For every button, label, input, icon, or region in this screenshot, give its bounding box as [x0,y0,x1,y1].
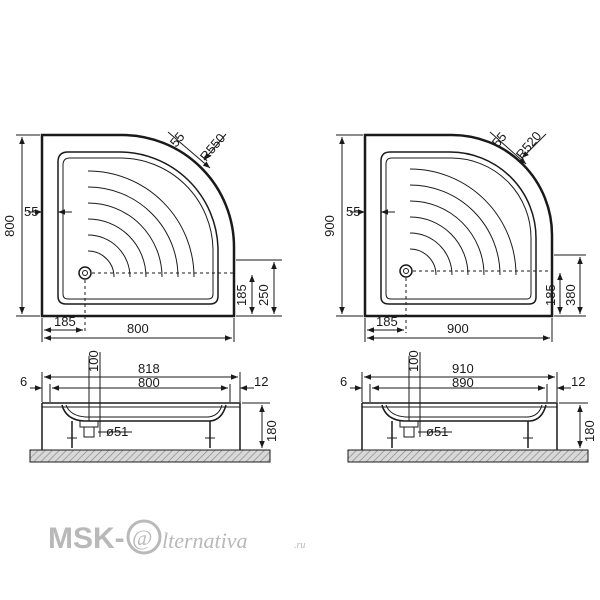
right-section-drain-diameter-label: ø51 [426,424,448,439]
watermark-tld: .ru [294,540,305,551]
left-drain-pipe [79,420,99,438]
left-section-left-gap-label: 6 [20,374,27,389]
right-drain-icon [399,264,413,278]
right-basin-inner [385,157,532,300]
watermark-at: @ [132,525,152,550]
right-plan-drain-x-label: 185 [376,314,398,329]
watermark-name: lternativa [162,528,248,553]
right-section-outer-width-label: 910 [452,361,474,376]
right-plan-height-label: 900 [322,215,337,237]
right-tray-legs [387,421,533,448]
right-section-right-gap-label: 12 [571,374,585,389]
right-plan-rim-side-label: 55 [346,204,360,219]
right-plan-width-label: 900 [447,321,469,336]
left-tray-outline [40,133,236,318]
right-section-height-label: 180 [582,420,597,442]
left-basin-inner [62,157,214,300]
right-section-drain-offset-label: 100 [406,350,421,372]
left-basin-ribs [87,170,195,278]
left-plan-rim-side-label: 55 [24,204,38,219]
left-plan-drain-x-label: 185 [54,314,76,329]
left-section-outer-width-label: 818 [138,361,160,376]
right-basin-outline [380,151,537,305]
left-plan-height-label: 800 [2,215,17,237]
right-drain-pipe [399,420,419,438]
right-plan-drain-y-label: 185 [543,284,558,306]
left-tray-legs [67,421,215,448]
left-plan-arc-start-label: 250 [256,284,271,306]
left-basin-outline [57,151,219,305]
right-tray-profile [361,402,558,450]
right-plan-radius-label: R520 [513,128,544,161]
left-section-drain-offset-label: 100 [86,350,101,372]
right-plan-view: 900 55 55 R520 185 900 185 380 [322,128,586,342]
left-plan-view: 800 55 55 R550 185 800 185 250 [2,129,282,342]
left-tray-profile [41,402,241,450]
right-section-left-gap-label: 6 [340,374,347,389]
left-plan-width-label: 800 [127,321,149,336]
left-drain-icon [78,266,92,280]
left-plan-drain-y-label: 185 [234,284,249,306]
right-section-view: 100 910 890 6 12 ø51 180 [340,350,597,463]
left-section-drain-diameter-label: ø51 [106,424,128,439]
right-tray-outline [363,133,554,318]
left-floor [29,449,271,463]
left-section-view: 100 818 800 6 12 ø51 180 [20,350,279,463]
right-floor [347,449,589,463]
watermark-logo: MSK- @ lternativa .ru [48,519,305,555]
right-basin-ribs [409,168,517,276]
right-plan-arc-start-label: 380 [563,284,578,306]
right-section-inner-width-label: 890 [452,375,474,390]
left-section-height-label: 180 [264,420,279,442]
watermark-brand: MSK- [48,522,125,555]
left-section-inner-width-label: 800 [138,375,160,390]
left-section-right-gap-label: 12 [254,374,268,389]
left-plan-radius-label: R550 [197,130,228,163]
watermark-at-ring [126,519,162,555]
